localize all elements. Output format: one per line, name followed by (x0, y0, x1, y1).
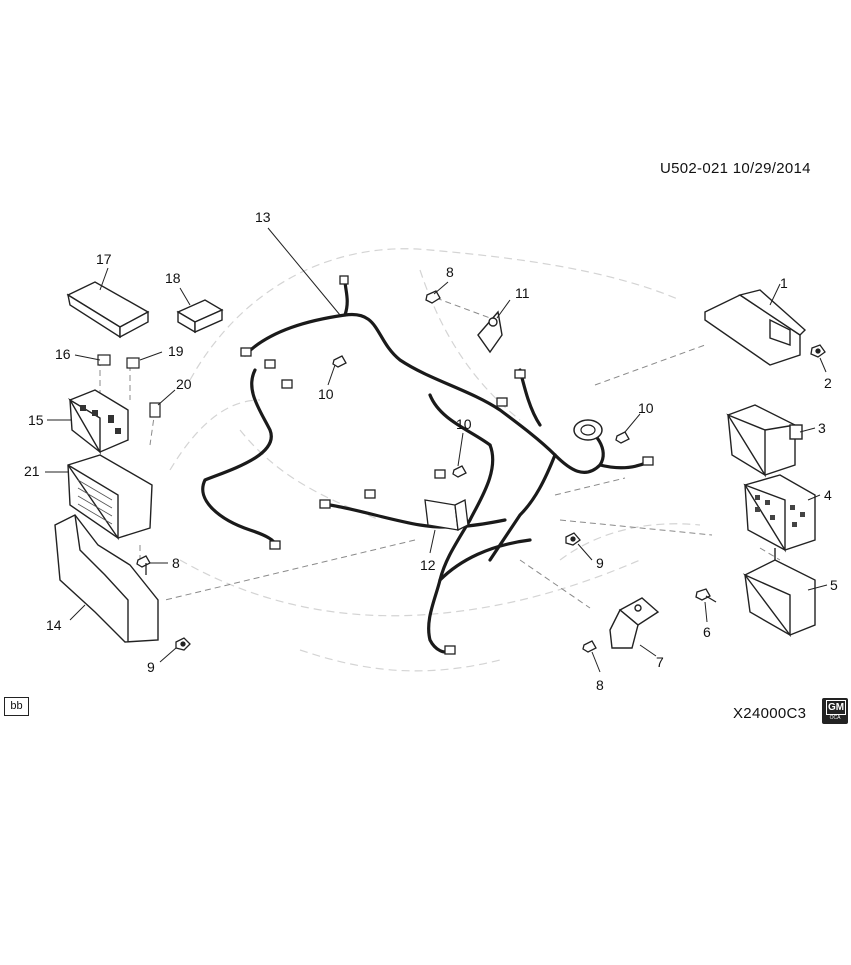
callout-21: 21 (24, 463, 40, 479)
callout-1: 1 (780, 275, 788, 291)
part-11-bracket (477, 310, 503, 354)
leader-lines (99, 297, 781, 609)
gm-logo-text: GM (826, 700, 846, 715)
callout-16: 16 (55, 346, 71, 362)
diagram-header-code: U502-021 10/29/2014 (660, 160, 811, 177)
callout-10-center: 10 (456, 416, 472, 432)
callout-14: 14 (46, 617, 62, 633)
diagram-code: X24000C3 (733, 705, 807, 722)
part-4-fuse-block (743, 474, 816, 553)
part-2-nut (810, 344, 826, 358)
part-17-cover (66, 281, 150, 339)
callout-10-right: 10 (638, 400, 654, 416)
callout-6: 6 (703, 624, 711, 640)
callout-11: 11 (515, 285, 530, 301)
callout-15: 15 (28, 412, 44, 428)
harness-connectors (240, 275, 654, 655)
callout-12: 12 (420, 557, 436, 573)
callout-leaders (45, 227, 828, 673)
callout-9-left: 9 (147, 659, 155, 675)
callout-18: 18 (165, 270, 181, 286)
callout-3: 3 (818, 420, 826, 436)
part-1-module (704, 289, 807, 366)
harness-module-12 (424, 499, 469, 531)
grommet (573, 419, 603, 441)
part-5-tray (742, 548, 816, 638)
callout-13: 13 (255, 209, 271, 225)
badge-bb: bb (4, 697, 29, 716)
gm-logo-icon: GM OCA (822, 698, 848, 724)
small-fuses (97, 354, 161, 418)
callout-8-top: 8 (446, 264, 454, 280)
callout-7: 7 (656, 654, 664, 670)
callout-4: 4 (824, 487, 832, 503)
part-7-bracket (609, 597, 660, 649)
part-14-bracket (54, 514, 159, 643)
part-18-relay (176, 299, 224, 334)
part-3-cover (726, 404, 803, 478)
wiring-harness (201, 278, 650, 654)
callout-8-left: 8 (172, 555, 180, 571)
part-21-housing (67, 454, 153, 541)
callout-20: 20 (176, 376, 192, 392)
callout-17: 17 (96, 251, 112, 267)
callout-10-left: 10 (318, 386, 334, 402)
callout-2: 2 (824, 375, 832, 391)
fasteners (136, 290, 630, 653)
callout-9-center: 9 (596, 555, 604, 571)
part-6-bolt (695, 588, 717, 603)
gm-logo-subtext: OCA (829, 715, 841, 721)
callout-labels: 1 2 3 4 5 6 7 8 8 8 9 9 10 10 10 11 12 1… (24, 209, 838, 693)
callout-19: 19 (168, 343, 184, 359)
callout-5: 5 (830, 577, 838, 593)
part-15-fuse-block (68, 389, 129, 455)
callout-8-bottom: 8 (596, 677, 604, 693)
